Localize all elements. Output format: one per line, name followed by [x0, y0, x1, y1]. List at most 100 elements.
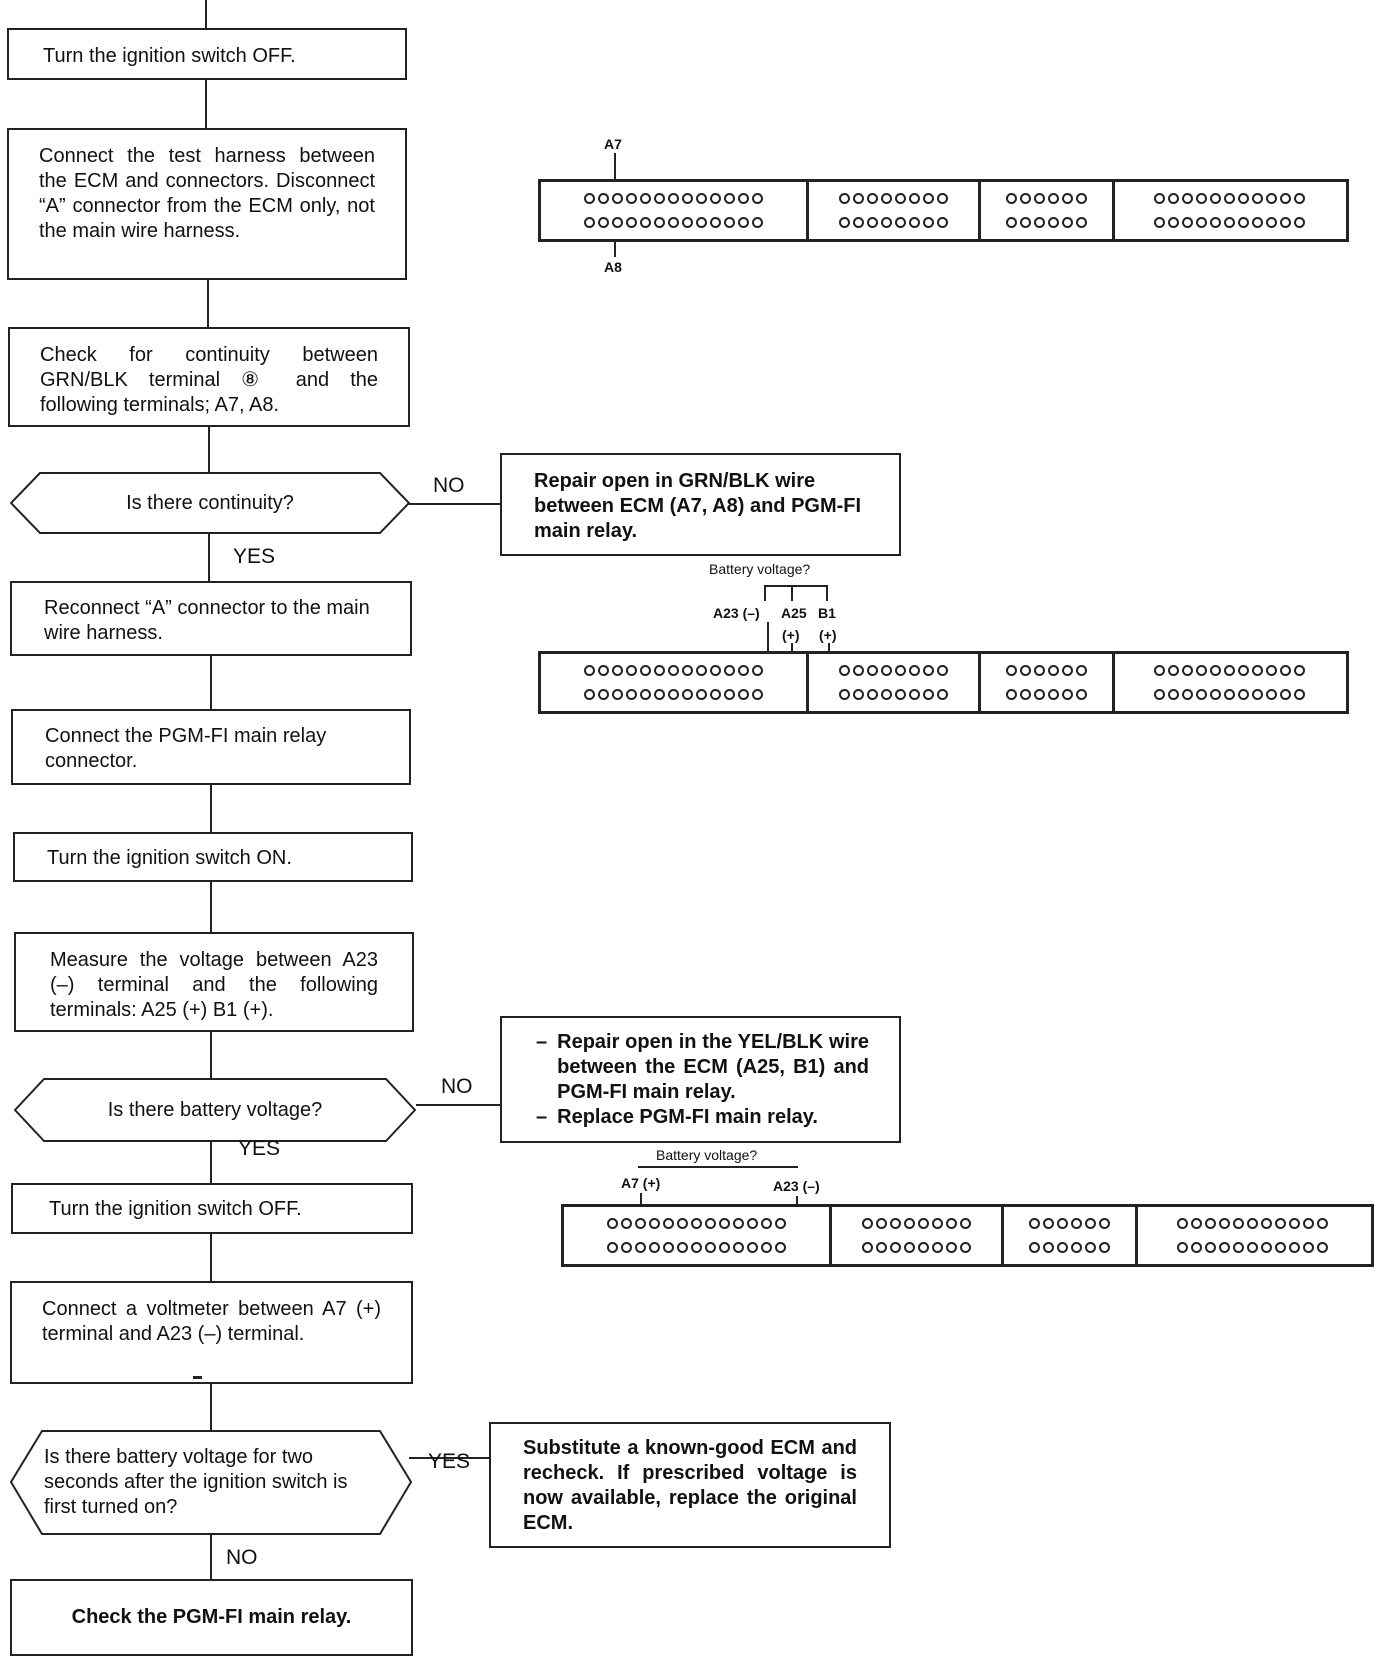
pin	[1020, 665, 1031, 676]
pin	[598, 665, 609, 676]
pin	[1190, 1218, 1202, 1229]
pin	[696, 217, 707, 228]
pin	[682, 193, 693, 204]
pin	[719, 1218, 730, 1229]
pin	[1279, 665, 1291, 676]
pin	[909, 689, 920, 700]
pin-row	[1144, 1236, 1360, 1260]
step-text: Turn the ignition switch OFF.	[49, 1198, 302, 1220]
pin	[1034, 689, 1045, 700]
result-substitute-ecm: Substitute a known-good ECM and recheck.…	[489, 1422, 891, 1548]
pin	[1043, 1218, 1054, 1229]
pin-lead	[767, 622, 769, 662]
pin	[1195, 665, 1207, 676]
pin	[1153, 217, 1165, 228]
pin	[839, 665, 850, 676]
flow-line	[210, 1233, 212, 1281]
pin-label-a7: A7 (+)	[621, 1175, 661, 1191]
tick-mark	[193, 1376, 202, 1379]
pin	[668, 193, 679, 204]
pin-row	[838, 1236, 995, 1260]
pin	[1223, 689, 1235, 700]
pin-row	[1144, 1212, 1360, 1236]
pin	[1265, 665, 1277, 676]
pin	[1288, 1218, 1300, 1229]
pin-row	[987, 659, 1106, 683]
bracket-line	[791, 585, 793, 601]
pin	[937, 217, 948, 228]
pin	[1085, 1242, 1096, 1253]
pin	[1237, 217, 1249, 228]
yes-label: YES	[238, 1137, 281, 1160]
step-ignition-on: Turn the ignition switch ON.	[13, 832, 413, 882]
pin	[1204, 1242, 1216, 1253]
pin	[937, 665, 948, 676]
pin	[1153, 193, 1165, 204]
no-label: NO	[433, 474, 465, 497]
pin-row	[838, 1212, 995, 1236]
pin-row	[547, 683, 800, 707]
pin	[584, 193, 595, 204]
flow-line	[207, 279, 209, 327]
pin	[761, 1242, 772, 1253]
pin	[677, 1242, 688, 1253]
pin	[1057, 1218, 1068, 1229]
connector-segment	[1004, 1207, 1138, 1264]
pin	[612, 689, 623, 700]
pin	[1029, 1218, 1040, 1229]
pin	[607, 1242, 618, 1253]
pin-label-a8: A8	[604, 259, 622, 275]
pin	[1048, 689, 1059, 700]
step-text: Connect the test harness between the ECM…	[39, 145, 375, 242]
pin	[1260, 1242, 1272, 1253]
branch-line	[409, 1457, 489, 1459]
pin	[1099, 1218, 1110, 1229]
pin	[598, 193, 609, 204]
bracket-line	[764, 585, 766, 601]
pin	[1251, 193, 1263, 204]
connector-segment	[1138, 1207, 1366, 1264]
decision-text: Is there battery voltage?	[107, 1098, 323, 1121]
pin	[867, 665, 878, 676]
pin	[946, 1242, 957, 1253]
pin-row	[1010, 1212, 1129, 1236]
pin-row	[547, 187, 800, 211]
pin	[1209, 689, 1221, 700]
pin	[1265, 217, 1277, 228]
step-text: Check for continuity between GRN/BLK ter…	[40, 344, 378, 416]
step-measure-voltage: Measure the voltage between A23 (–) term…	[14, 932, 414, 1032]
pin	[654, 193, 665, 204]
step-connect-relay: Connect the PGM-FI main relay connector.	[11, 709, 411, 785]
pin	[1006, 689, 1017, 700]
pin	[747, 1242, 758, 1253]
pin	[668, 665, 679, 676]
pin	[1246, 1218, 1258, 1229]
branch-line	[409, 503, 500, 505]
pin-lead	[614, 153, 616, 191]
pin	[612, 665, 623, 676]
pin	[1274, 1242, 1286, 1253]
decision-shape	[10, 1430, 412, 1535]
pin	[1181, 689, 1193, 700]
pin	[923, 665, 934, 676]
ecm-connector-2	[538, 651, 1349, 714]
pin	[1195, 689, 1207, 700]
pin	[584, 689, 595, 700]
pin	[626, 665, 637, 676]
pin	[677, 1218, 688, 1229]
diagram-title: Battery voltage?	[709, 561, 811, 577]
step-text: Check the PGM-FI main relay.	[71, 1606, 352, 1628]
pin	[1302, 1218, 1314, 1229]
pin	[1076, 665, 1087, 676]
pin	[640, 689, 651, 700]
flow-line	[210, 655, 212, 709]
pin-row	[987, 187, 1106, 211]
pin	[1223, 665, 1235, 676]
pin	[649, 1242, 660, 1253]
pin	[1020, 193, 1031, 204]
pin	[1237, 689, 1249, 700]
pin-row	[547, 211, 800, 235]
pin	[775, 1218, 786, 1229]
pin	[1181, 217, 1193, 228]
pin	[654, 217, 665, 228]
